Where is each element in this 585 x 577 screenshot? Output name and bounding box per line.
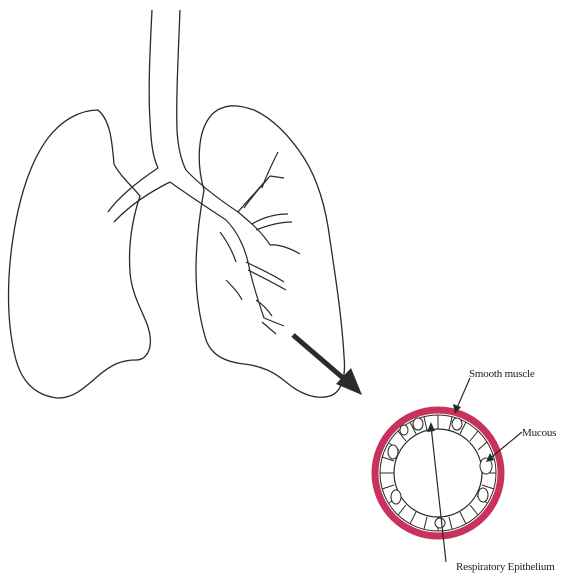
label-smooth-muscle: Smooth muscle [469, 369, 535, 380]
bronchiole-cross-section [375, 378, 522, 562]
right-bronchus [170, 152, 300, 334]
label-mucous: Mucous [522, 428, 556, 439]
pointer-arrow [293, 335, 362, 395]
right-lung-outline [196, 106, 344, 397]
label-respiratory-epithelium: Respiratory Epithelium [456, 562, 555, 573]
lumen [394, 429, 482, 517]
trachea [149, 10, 186, 170]
left-lung-outline [9, 110, 151, 398]
